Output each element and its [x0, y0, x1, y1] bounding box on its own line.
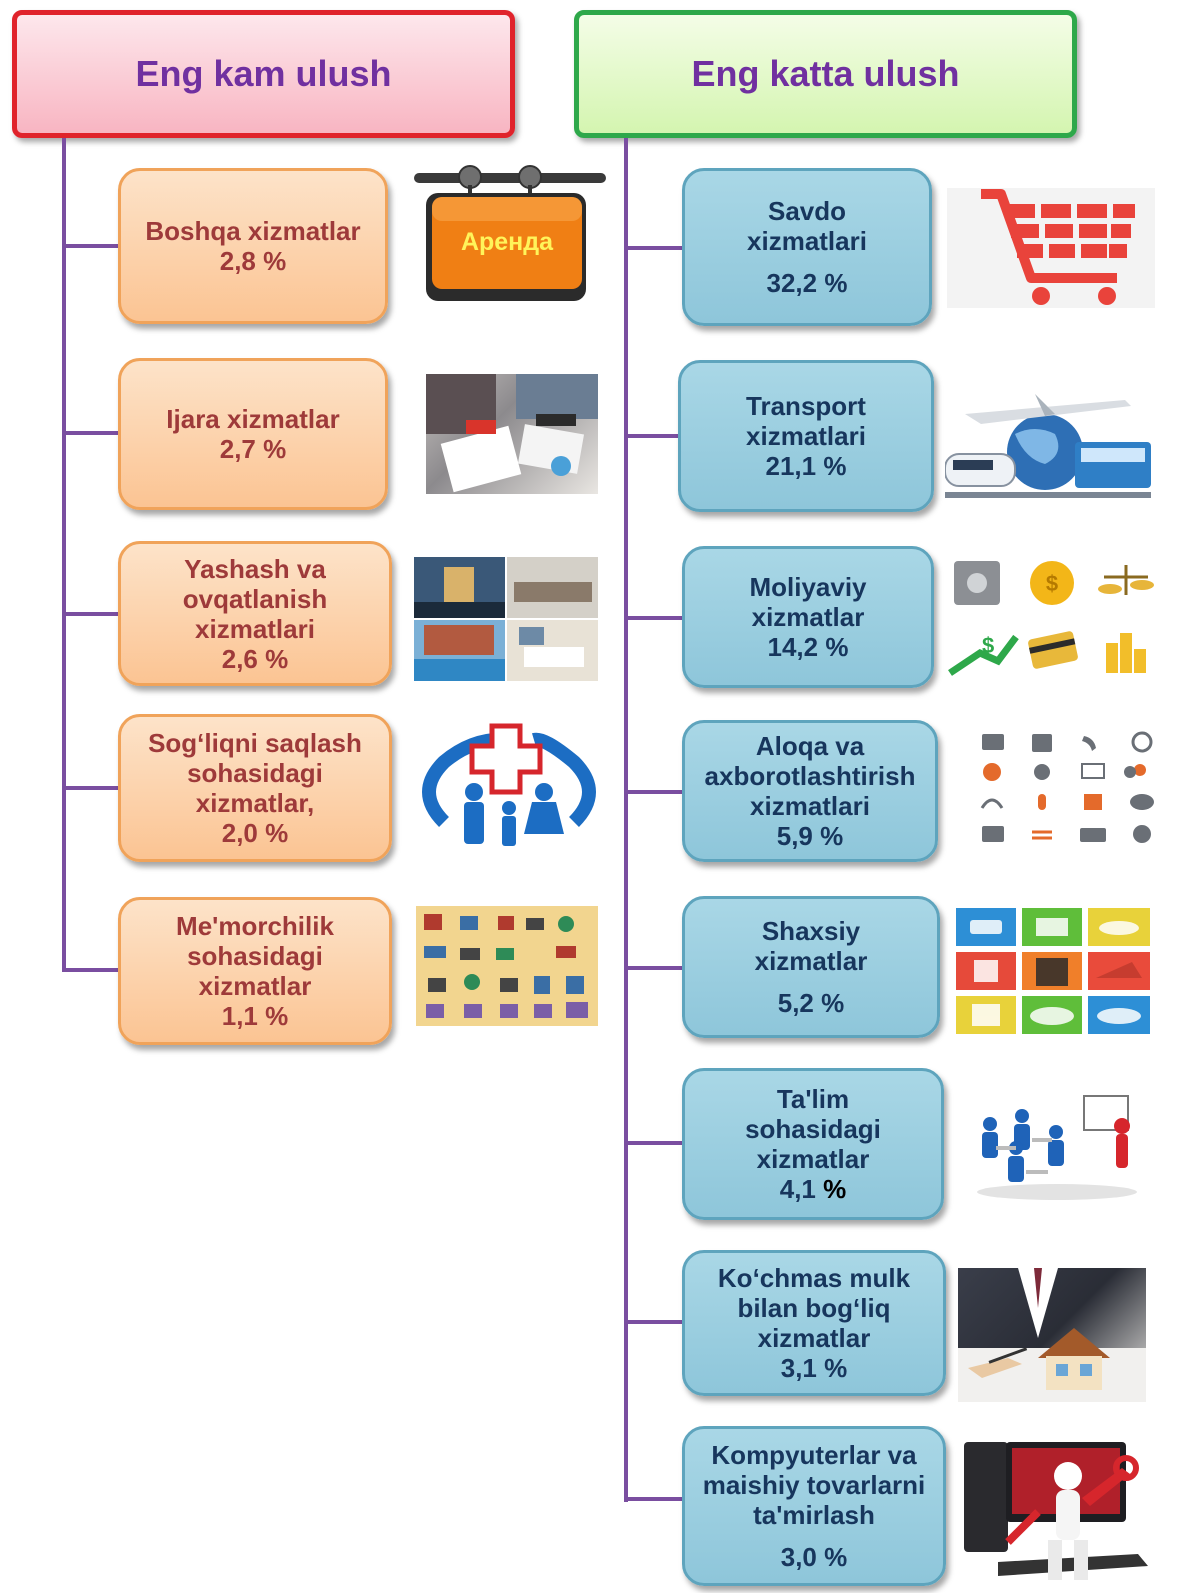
right-header-title: Eng katta ulush [691, 53, 960, 94]
item-label: xizmatlar [198, 971, 312, 1001]
left-branch-line [62, 786, 120, 790]
hotel-collage-image [414, 557, 598, 681]
left-header: Eng kam ulush [12, 10, 515, 138]
left-header-title: Eng kam ulush [135, 53, 392, 94]
item-value: 3,0 % [780, 1542, 848, 1572]
item-value: 4,1 % [780, 1174, 847, 1204]
item-label: ovqatlanish [182, 583, 328, 614]
item-label: Shaxsiy [761, 916, 861, 946]
item-label: Sog‘liqni saqlash [148, 728, 362, 758]
right-item-talim: Ta'lim sohasidagi xizmatlar 4,1 % [682, 1068, 944, 1220]
right-branch-line [624, 1141, 684, 1145]
item-label: xizmatlar [756, 1144, 870, 1174]
item-label: xizmatlari [195, 613, 315, 644]
svg-text:$: $ [982, 633, 994, 658]
item-label: sohasidagi [187, 941, 323, 971]
item-label: Ijara xizmatlar [166, 404, 340, 434]
item-label: Moliyaviy [749, 572, 867, 602]
svg-text:$: $ [1046, 571, 1058, 596]
left-trunk-line [62, 138, 66, 972]
left-branch-line [62, 244, 120, 248]
item-value: 5,2 % [777, 988, 845, 1018]
item-value: 2,6 % [221, 643, 289, 674]
item-label: sohasidagi [745, 1114, 881, 1144]
right-branch-line [624, 966, 684, 970]
left-item-ijara: Ijara xizmatlar 2,7 % [118, 358, 388, 510]
left-branch-line [62, 612, 120, 616]
item-value-sign: % [823, 1174, 847, 1204]
left-item-sogliq: Sog‘liqni saqlash sohasidagi xizmatlar, … [118, 714, 392, 862]
real-estate-image [958, 1268, 1146, 1402]
rent-sign-text: Аренда [461, 228, 554, 256]
item-label: bilan bog‘liq [737, 1293, 891, 1323]
item-label: Aloqa va [755, 731, 865, 761]
computer-repair-image [958, 1432, 1150, 1592]
item-value: 21,1 % [765, 451, 847, 481]
item-value: 5,9 % [776, 821, 844, 851]
item-label: xizmatlari [746, 421, 866, 451]
right-item-aloqa: Aloqa va axborotlashtirish xizmatlari 5,… [682, 720, 938, 862]
shopping-cart-icon [947, 188, 1155, 308]
item-value: 3,1 % [780, 1353, 848, 1383]
right-item-transport: Transport xizmatlari 21,1 % [678, 360, 934, 512]
item-label: Kompyuterlar va [711, 1440, 917, 1470]
right-item-savdo: Savdo xizmatlari 32,2 % [682, 168, 932, 326]
right-trunk-line [624, 138, 628, 1502]
item-value: 2,0 % [221, 818, 289, 848]
communication-icons-image [972, 728, 1162, 848]
item-value: 2,8 % [219, 246, 287, 276]
personal-services-image [956, 908, 1150, 1034]
item-label: Boshqa xizmatlar [145, 216, 361, 246]
office-work-image [426, 374, 598, 494]
item-label: maishiy tovarlarni [702, 1470, 926, 1500]
item-label: Me'morchilik [176, 911, 334, 941]
item-value: 32,2 % [766, 268, 848, 298]
item-value: 2,7 % [219, 434, 287, 464]
item-label: xizmatlar [757, 1323, 871, 1353]
healthcare-family-icon [414, 722, 604, 854]
item-label: xizmatlar [754, 946, 868, 976]
item-label: Ta'lim [776, 1084, 850, 1114]
item-value: 14,2 % [767, 632, 849, 662]
item-label: Transport [746, 391, 866, 421]
item-label: xizmatlar, [195, 788, 315, 818]
item-label: ta'mirlash [753, 1500, 875, 1530]
right-branch-line [624, 1320, 684, 1324]
right-header: Eng katta ulush [574, 10, 1077, 138]
right-branch-line [624, 1497, 684, 1501]
item-label: xizmatlari [747, 226, 867, 256]
item-label: Yashash va [184, 553, 326, 584]
education-image [972, 1086, 1142, 1202]
right-branch-line [624, 246, 684, 250]
item-value-number: 4,1 [779, 1174, 816, 1204]
rent-sign-image: Аренда [410, 165, 608, 307]
right-branch-line [624, 616, 684, 620]
left-item-memorchilik: Me'morchilik sohasidagi xizmatlar 1,1 % [118, 897, 392, 1045]
item-label: xizmatlari [750, 791, 870, 821]
left-item-yashash: Yashash va ovqatlanish xizmatlari 2,6 % [118, 541, 392, 686]
left-branch-line [62, 431, 120, 435]
right-item-shaxsiy: Shaxsiy xizmatlar 5,2 % [682, 896, 940, 1038]
finance-icons-image: $ $ [944, 555, 1160, 685]
item-label: xizmatlar [751, 602, 865, 632]
item-label: sohasidagi [187, 758, 323, 788]
architecture-icons-image [416, 906, 598, 1026]
right-item-kompyuter: Kompyuterlar va maishiy tovarlarni ta'mi… [682, 1426, 946, 1586]
right-item-kochmas: Ko‘chmas mulk bilan bog‘liq xizmatlar 3,… [682, 1250, 946, 1396]
left-branch-line [62, 968, 120, 972]
right-branch-line [624, 434, 680, 438]
item-label: Ko‘chmas mulk [717, 1263, 911, 1293]
transport-image [945, 374, 1151, 514]
item-label: axborotlashtirish [704, 761, 916, 791]
item-value: 1,1 % [221, 1001, 289, 1031]
left-item-boshqa: Boshqa xizmatlar 2,8 % [118, 168, 388, 324]
item-label: Savdo [767, 196, 847, 226]
right-branch-line [624, 790, 684, 794]
right-item-moliyaviy: Moliyaviy xizmatlar 14,2 % [682, 546, 934, 688]
